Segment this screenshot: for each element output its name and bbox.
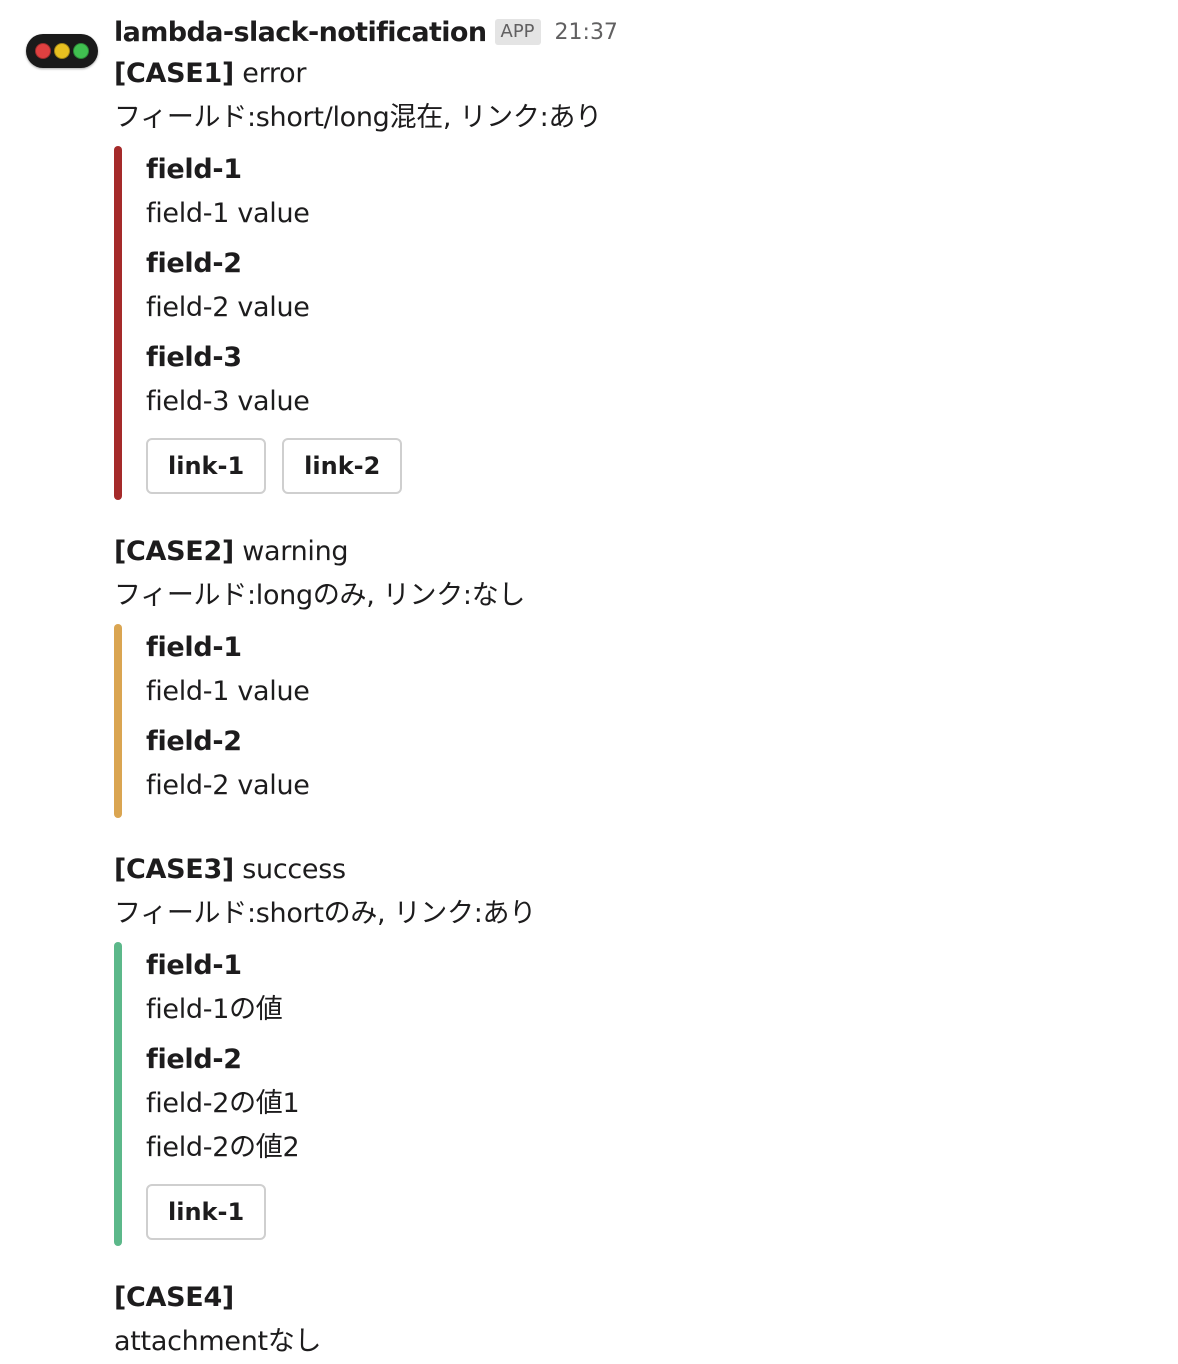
field-value: field-2 value (146, 292, 310, 323)
field-title: field-1 (146, 632, 242, 663)
attachment-fields: field-1 field-1 value field-2 field-2 value… (146, 148, 1156, 430)
case-4-description: attachmentなし (114, 1326, 322, 1357)
field-value: field-3 value (146, 386, 310, 417)
attachment-fields: field-1 field-1 value field-2 field-2 value (146, 626, 1156, 814)
field: field-1 field-1 value (146, 626, 1156, 720)
attachment-actions: link-1 (146, 1184, 1154, 1240)
field: field-1 field-1の値 (146, 944, 718, 1038)
field-title: field-3 (146, 342, 242, 373)
message-content: lambda-slack-notification APP 21:37 [CAS… (114, 12, 1154, 1364)
case-title: [CASE2] warning (114, 536, 349, 567)
field: field-1 field-1 value (146, 148, 718, 242)
field-title: field-2 (146, 1044, 242, 1075)
field-title: field-2 (146, 248, 242, 279)
field: field-2 field-2の値1 field-2の値2 (146, 1038, 718, 1176)
yellow-light-icon (54, 43, 70, 59)
red-light-icon (35, 43, 51, 59)
case-4-tag: [CASE4] (114, 1282, 234, 1313)
case-description: フィールド:longのみ, リンク:なし (114, 580, 526, 611)
field-value: field-1 value (146, 198, 310, 229)
traffic-light-avatar[interactable] (26, 34, 98, 68)
message: lambda-slack-notification APP 21:37 [CAS… (26, 17, 618, 1357)
message-header: lambda-slack-notification APP 21:37 (114, 12, 1154, 52)
app-badge: APP (494, 19, 541, 45)
attachment-color-bar (114, 942, 122, 1246)
field-value: field-2の値1 field-2の値2 (146, 1088, 300, 1163)
case-2: [CASE2] warning フィールド:longのみ, リンク:なし field… (114, 530, 1154, 848)
case-3: [CASE3] success フィールド:shortのみ, リンク:あり fiel… (114, 848, 1154, 1276)
case-title: [CASE1] error (114, 58, 307, 89)
case-list: [CASE1] error フィールド:short/long混在, リンク:あり f… (114, 52, 1154, 1276)
case-spacer (114, 500, 1154, 530)
field-title: field-1 (146, 950, 242, 981)
field-title: field-1 (146, 154, 242, 185)
case-description: フィールド:shortのみ, リンク:あり (114, 898, 536, 929)
case-spacer (114, 1246, 1154, 1276)
field-title: field-2 (146, 726, 242, 757)
case-title: [CASE3] success (114, 854, 346, 885)
attachment-fields: field-1 field-1の値 field-2 field-2の値1 field-… (146, 944, 1156, 1176)
link-button[interactable]: link-2 (282, 438, 403, 494)
field: field-3 field-3 value (146, 336, 1156, 430)
field: field-2 field-2 value (146, 242, 718, 336)
field-value: field-1の値 (146, 994, 283, 1025)
field-value: field-2 value (146, 770, 310, 801)
timestamp[interactable]: 21:37 (554, 19, 618, 45)
attachment-actions: link-1 link-2 (146, 438, 1154, 494)
attachment: field-1 field-1 value field-2 field-2 value… (114, 146, 1154, 500)
attachment: field-1 field-1の値 field-2 field-2の値1 field-… (114, 942, 1154, 1246)
case-1: [CASE1] error フィールド:short/long混在, リンク:あり f… (114, 52, 1154, 530)
case-spacer (114, 818, 1154, 848)
attachment-color-bar (114, 624, 122, 818)
link-button[interactable]: link-1 (146, 1184, 267, 1240)
link-button[interactable]: link-1 (146, 438, 267, 494)
case-4: [CASE4] attachmentなし (114, 1276, 1154, 1364)
field-value: field-1 value (146, 676, 310, 707)
sender-name[interactable]: lambda-slack-notification (114, 16, 487, 48)
attachment: field-1 field-1 value field-2 field-2 value (114, 624, 1154, 818)
case-description: フィールド:short/long混在, リンク:あり (114, 102, 602, 133)
field: field-2 field-2 value (146, 720, 1156, 814)
green-light-icon (73, 43, 89, 59)
attachment-color-bar (114, 146, 122, 500)
